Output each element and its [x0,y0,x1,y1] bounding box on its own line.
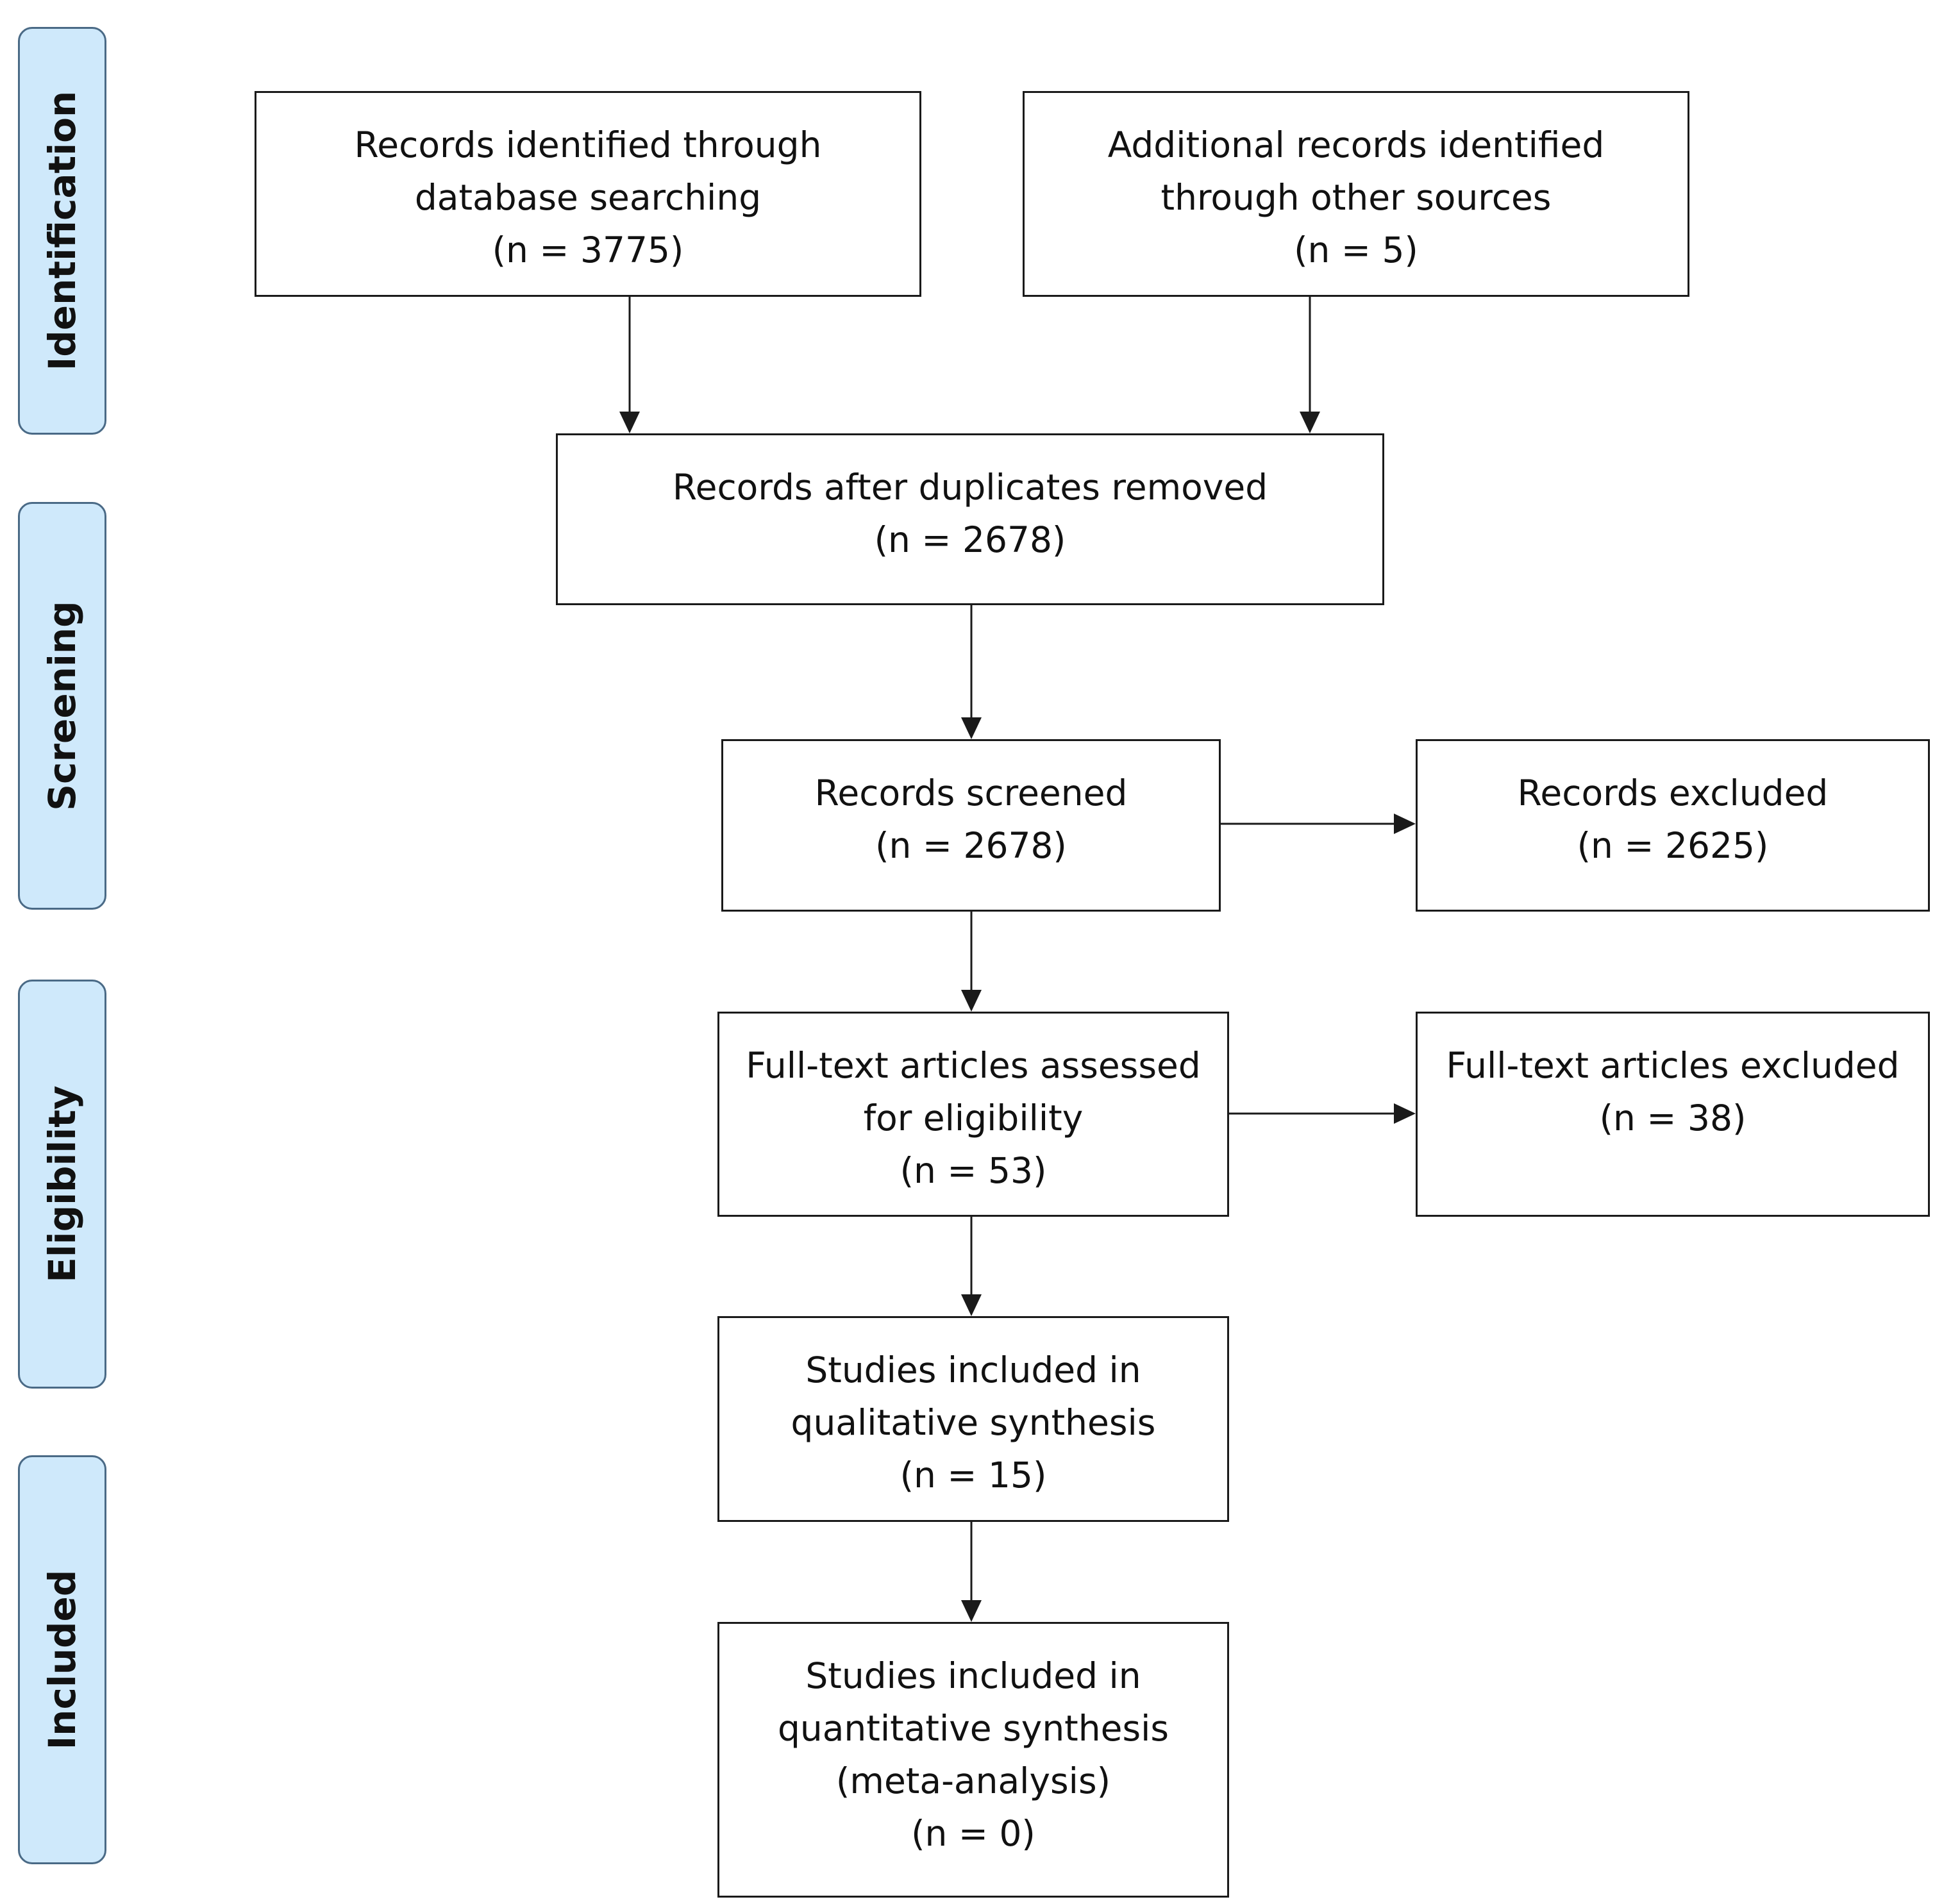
phase-screening: Screening [18,502,106,910]
arrowhead-fulltext-to-excluded [1394,1103,1416,1124]
box-duplicates-removed: Records after duplicates removed (n = 26… [556,433,1384,605]
arrowhead-screened-to-fulltext [961,990,982,1012]
box-fulltext-assessed: Full-text articles assessed for eligibil… [717,1012,1229,1217]
box-duplicates-removed-line-1: Records after duplicates removed [672,467,1268,508]
box-other-records-count: (n = 5) [1294,230,1418,271]
box-fulltext-assessed-line-2: for eligibility [863,1098,1084,1139]
box-quantitative-synthesis: Studies included in quantitative synthes… [717,1622,1229,1898]
arrowhead-duplicates-to-screened [961,717,982,739]
box-database-records-line-1: Records identified through [354,124,822,165]
box-quantitative-synthesis-line-3: (meta-analysis) [835,1760,1111,1801]
box-duplicates-removed-count: (n = 2678) [874,519,1066,560]
box-records-screened: Records screened (n = 2678) [721,739,1221,912]
box-fulltext-excluded-line-1: Full-text articles excluded [1446,1045,1900,1086]
arrowhead-qualitative-to-quantitative [961,1600,982,1622]
box-records-excluded: Records excluded (n = 2625) [1416,739,1930,912]
box-database-records: Records identified through database sear… [255,91,921,297]
box-qualitative-synthesis-line-1: Studies included in [805,1349,1141,1390]
box-fulltext-assessed-line-1: Full-text articles assessed [746,1045,1201,1086]
box-qualitative-synthesis-count: (n = 15) [900,1455,1047,1496]
box-qualitative-synthesis-line-2: qualitative synthesis [791,1402,1156,1443]
box-quantitative-synthesis-line-2: quantitative synthesis [777,1708,1169,1749]
box-qualitative-synthesis: Studies included in qualitative synthesi… [717,1316,1229,1522]
phase-eligibility: Eligibility [18,980,106,1389]
phase-identification: Identification [18,27,106,435]
arrowhead-other-to-duplicates [1300,412,1320,433]
phase-included: Included [18,1455,106,1864]
box-quantitative-synthesis-line-1: Studies included in [805,1655,1141,1696]
box-database-records-count: (n = 3775) [492,230,684,271]
box-fulltext-excluded-count: (n = 38) [1599,1098,1747,1139]
box-other-records: Additional records identified through ot… [1023,91,1689,297]
box-database-records-line-2: database searching [414,177,762,218]
box-records-excluded-count: (n = 2625) [1577,825,1769,866]
box-records-screened-count: (n = 2678) [875,825,1067,866]
box-fulltext-assessed-count: (n = 53) [900,1150,1047,1191]
box-fulltext-excluded: Full-text articles excluded (n = 38) [1416,1012,1930,1217]
box-records-screened-line-1: Records screened [814,772,1128,814]
box-other-records-line-2: through other sources [1160,177,1552,218]
arrowhead-fulltext-to-qualitative [961,1294,982,1316]
arrowhead-database-to-duplicates [619,412,640,433]
box-records-excluded-line-1: Records excluded [1517,772,1829,814]
arrowhead-screened-to-excluded [1394,814,1416,834]
box-other-records-line-1: Additional records identified [1107,124,1605,165]
box-quantitative-synthesis-count: (n = 0) [911,1813,1035,1854]
